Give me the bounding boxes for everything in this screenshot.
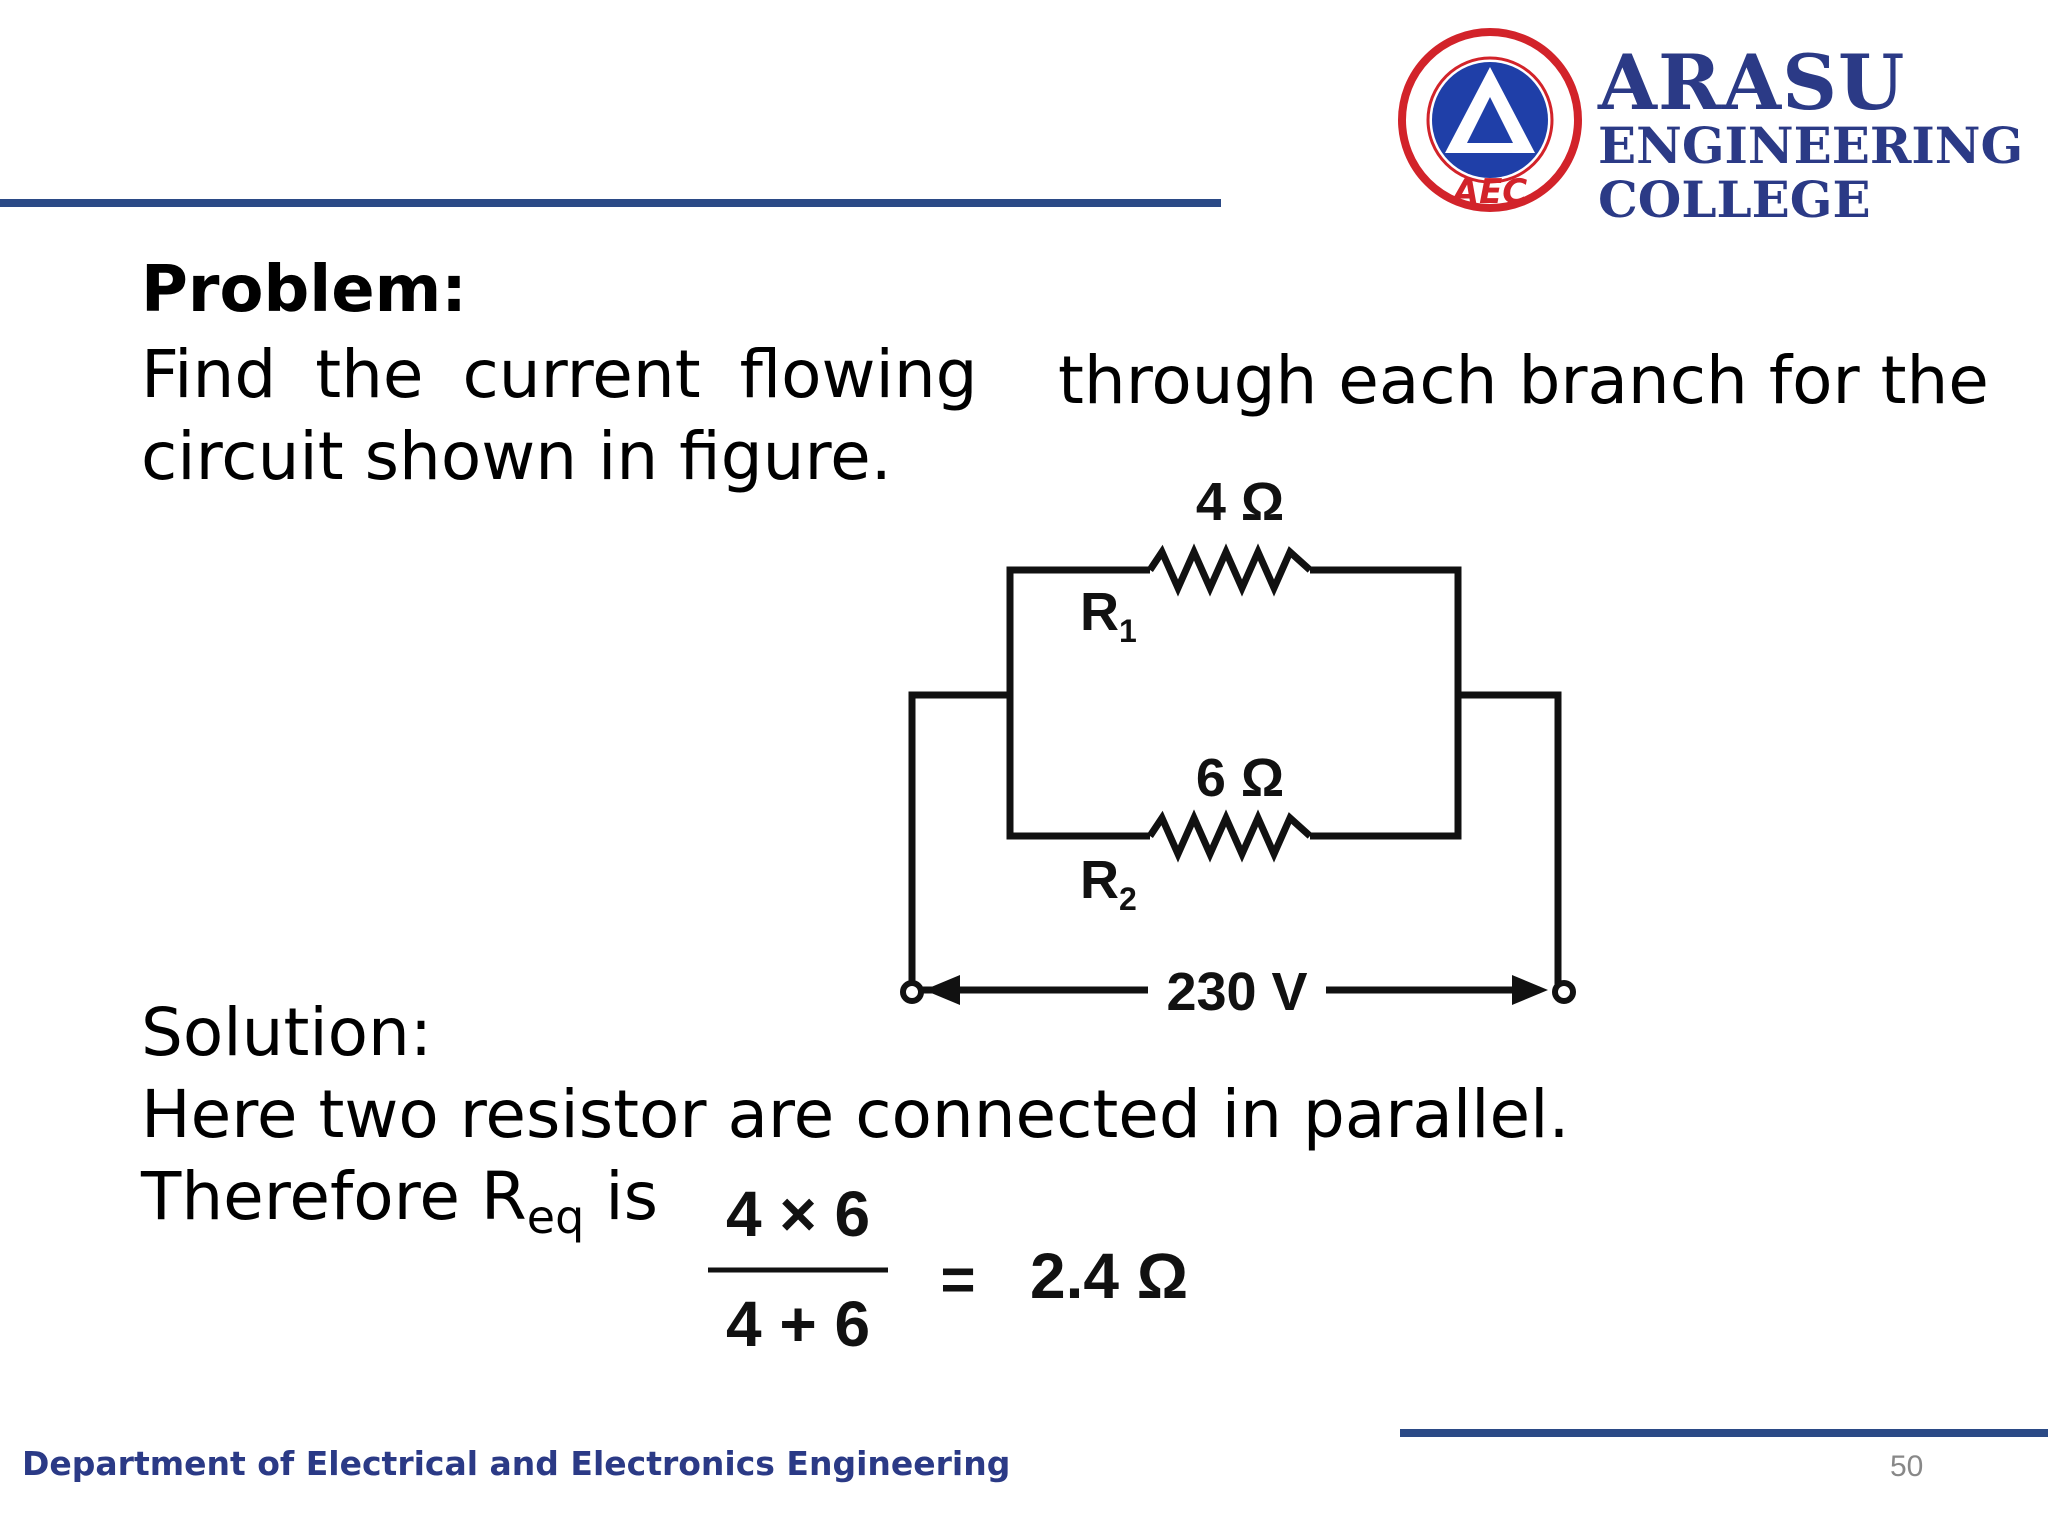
- req-equation: 4 × 6 4 + 6 = 2.4 Ω: [708, 1178, 1188, 1360]
- left-inner-wire: [1006, 566, 1150, 840]
- left-terminal: [900, 980, 924, 1004]
- resistor-r1: [1147, 543, 1313, 597]
- solution-text-line1: Here two resistor are connected in paral…: [141, 1076, 1570, 1153]
- resistor-r2: [1147, 809, 1313, 863]
- supply-voltage-label: 230 V: [1166, 962, 1307, 1022]
- college-name-line3: COLLEGE: [1598, 170, 1871, 229]
- equation-denominator: 4 + 6: [726, 1288, 870, 1360]
- right-outer-wire: [1458, 691, 1562, 988]
- r2-label: R2: [1080, 850, 1137, 917]
- problem-heading: Problem:: [141, 253, 467, 327]
- equation-equals: =: [940, 1246, 975, 1313]
- r1-value-label: 4 Ω: [1196, 472, 1284, 532]
- college-name: ARASU ENGINEERING COLLEGE: [1598, 45, 2023, 225]
- college-name-line1: ARASU: [1598, 38, 1906, 127]
- right-inner-wire: [1310, 566, 1462, 840]
- left-arrow-head: [924, 975, 960, 1005]
- header-rule: [0, 199, 1221, 207]
- problem-text-line1b: through each branch for the: [1058, 342, 1989, 419]
- problem-text-line1a: Find the current flowing: [141, 336, 978, 413]
- r2-value-label: 6 Ω: [1196, 748, 1284, 808]
- solution-text-line2: Therefore Req is: [141, 1158, 658, 1244]
- right-arrow-head: [1512, 975, 1548, 1005]
- department-name: Department of Electrical and Electronics…: [22, 1444, 1011, 1483]
- solution-heading: Solution:: [141, 994, 433, 1071]
- college-logo: AEC: [1398, 28, 1582, 212]
- equation-numerator: 4 × 6: [726, 1178, 870, 1250]
- problem-text-line2: circuit shown in figure.: [141, 418, 892, 495]
- left-outer-wire: [908, 691, 1010, 988]
- right-terminal: [1552, 980, 1576, 1004]
- logo-abbr: AEC: [1450, 172, 1528, 212]
- r1-label: R1: [1080, 582, 1137, 649]
- equation-result: 2.4 Ω: [1030, 1240, 1188, 1312]
- college-name-line2: ENGINEERING: [1598, 116, 2024, 175]
- footer-rule: [1400, 1429, 2048, 1437]
- circuit-diagram: 4 Ω R1 6 Ω R2 230 V: [900, 472, 1576, 1022]
- page-number: 50: [1890, 1450, 1924, 1483]
